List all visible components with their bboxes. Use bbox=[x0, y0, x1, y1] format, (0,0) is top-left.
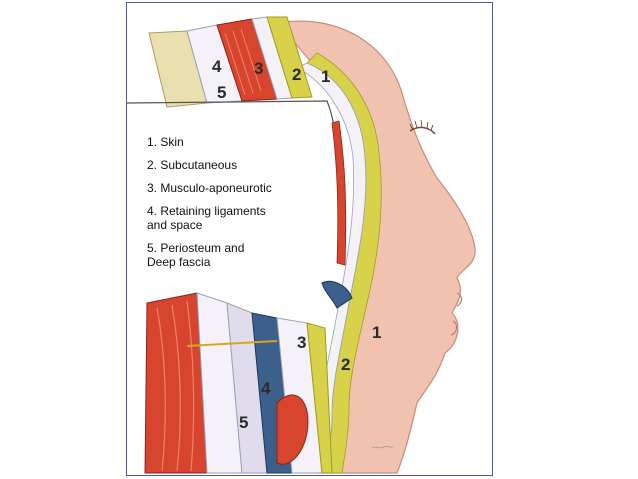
label-bottom-4: 4 bbox=[261, 379, 271, 398]
face-layers-illustration bbox=[127, 16, 476, 474]
label-top-3: 3 bbox=[254, 59, 264, 78]
layer-legend: 1. Skin 2. Subcutaneous 3. Musculo-apone… bbox=[147, 135, 347, 278]
lips bbox=[450, 292, 463, 336]
eyelid bbox=[409, 126, 436, 135]
legend-item-retaining-ligaments: 4. Retaining ligaments and space bbox=[147, 204, 266, 232]
artist-signature bbox=[371, 445, 394, 449]
legend-item-skin: 1. Skin bbox=[147, 135, 184, 149]
label-bottom-2: 2 bbox=[341, 355, 351, 374]
legend-item-periosteum: 5. Periosteum and Deep fascia bbox=[147, 241, 245, 269]
eyelashes bbox=[409, 119, 434, 131]
illustration-frame: 1. Skin 2. Subcutaneous 3. Musculo-apone… bbox=[126, 2, 493, 476]
bottom-slab bbox=[144, 280, 353, 474]
label-bottom-3: 3 bbox=[297, 333, 307, 352]
cut-gap bbox=[127, 103, 340, 283]
label-top-5: 5 bbox=[217, 83, 227, 102]
label-top-1: 1 bbox=[321, 67, 331, 86]
label-bottom-5: 5 bbox=[239, 413, 249, 432]
legend-item-subcutaneous: 2. Subcutaneous bbox=[147, 158, 238, 172]
label-top-4: 4 bbox=[212, 57, 222, 76]
top-slab bbox=[148, 16, 313, 108]
middle-vertical-layers bbox=[331, 120, 347, 266]
legend-item-musculo-aponeurotic: 3. Musculo-aponeurotic bbox=[147, 181, 272, 195]
label-top-2: 2 bbox=[292, 65, 302, 84]
label-bottom-1: 1 bbox=[372, 323, 382, 342]
